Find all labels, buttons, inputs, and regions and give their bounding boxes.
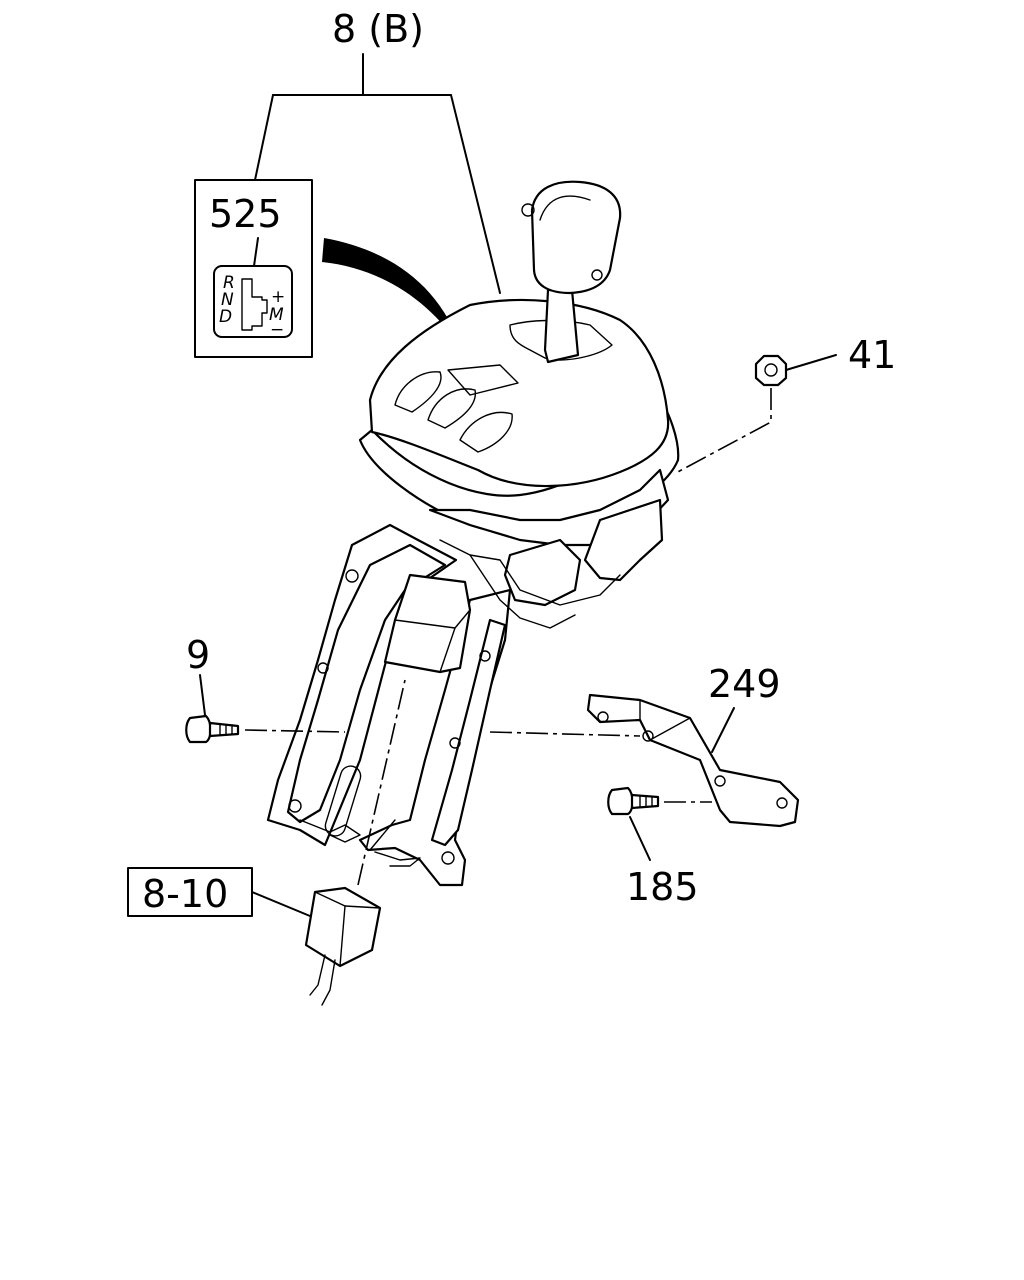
callout-bolt-right-label: 185: [626, 865, 699, 909]
plate-legend-minus: −: [270, 320, 284, 340]
shift-console-housing: [358, 298, 680, 629]
sub-reference-callout-box: 8-10: [127, 867, 253, 917]
shifter-base-frame: [266, 523, 512, 887]
callout-nut-label: 41: [848, 333, 896, 377]
assembly-bracket-leader: [254, 53, 501, 294]
bolt-left-part: [185, 714, 240, 744]
callout-sub-ref-label: 8-10: [142, 872, 228, 916]
callout-assembly-label: 8 (B): [332, 7, 424, 51]
nut-part: [754, 354, 788, 387]
indicator-plate-icon: [213, 265, 293, 338]
sub-ref-leader-line: [251, 891, 311, 917]
callout-bolt-left-label: 9: [186, 633, 210, 677]
nut-leader-line: [785, 354, 837, 371]
shift-lever-with-knob: [521, 180, 622, 364]
plate-legend-r: R: [223, 273, 235, 293]
indicator-plate-pointer-arrow: [322, 238, 462, 350]
bracket-leader-line: [711, 707, 735, 753]
bolt-left-install-centerline: [244, 729, 346, 733]
indicator-plate-callout-box: 525 R N D + M −: [194, 179, 313, 358]
gate-module-block: [383, 573, 472, 674]
bracket-install-centerline: [489, 731, 641, 737]
bolt-left-leader-line: [199, 674, 206, 716]
connector-wire-to-module: [369, 819, 396, 851]
shift-gate-pattern-icon: [241, 278, 268, 331]
bolt-right-part: [607, 786, 660, 816]
plate-legend-m: M: [269, 305, 284, 325]
plate-legend-plus: +: [271, 287, 285, 307]
bracket-part: [586, 693, 800, 828]
wire-harness-connector: [304, 886, 382, 1006]
bolt-right-leader-line: [629, 816, 651, 861]
callout-bracket-label: 249: [708, 662, 781, 706]
callout-indicator-plate-label: 525: [209, 192, 282, 236]
plate-legend-d: D: [219, 307, 232, 327]
plate-legend-n: N: [221, 290, 234, 310]
nut-install-centerline: [673, 388, 772, 475]
